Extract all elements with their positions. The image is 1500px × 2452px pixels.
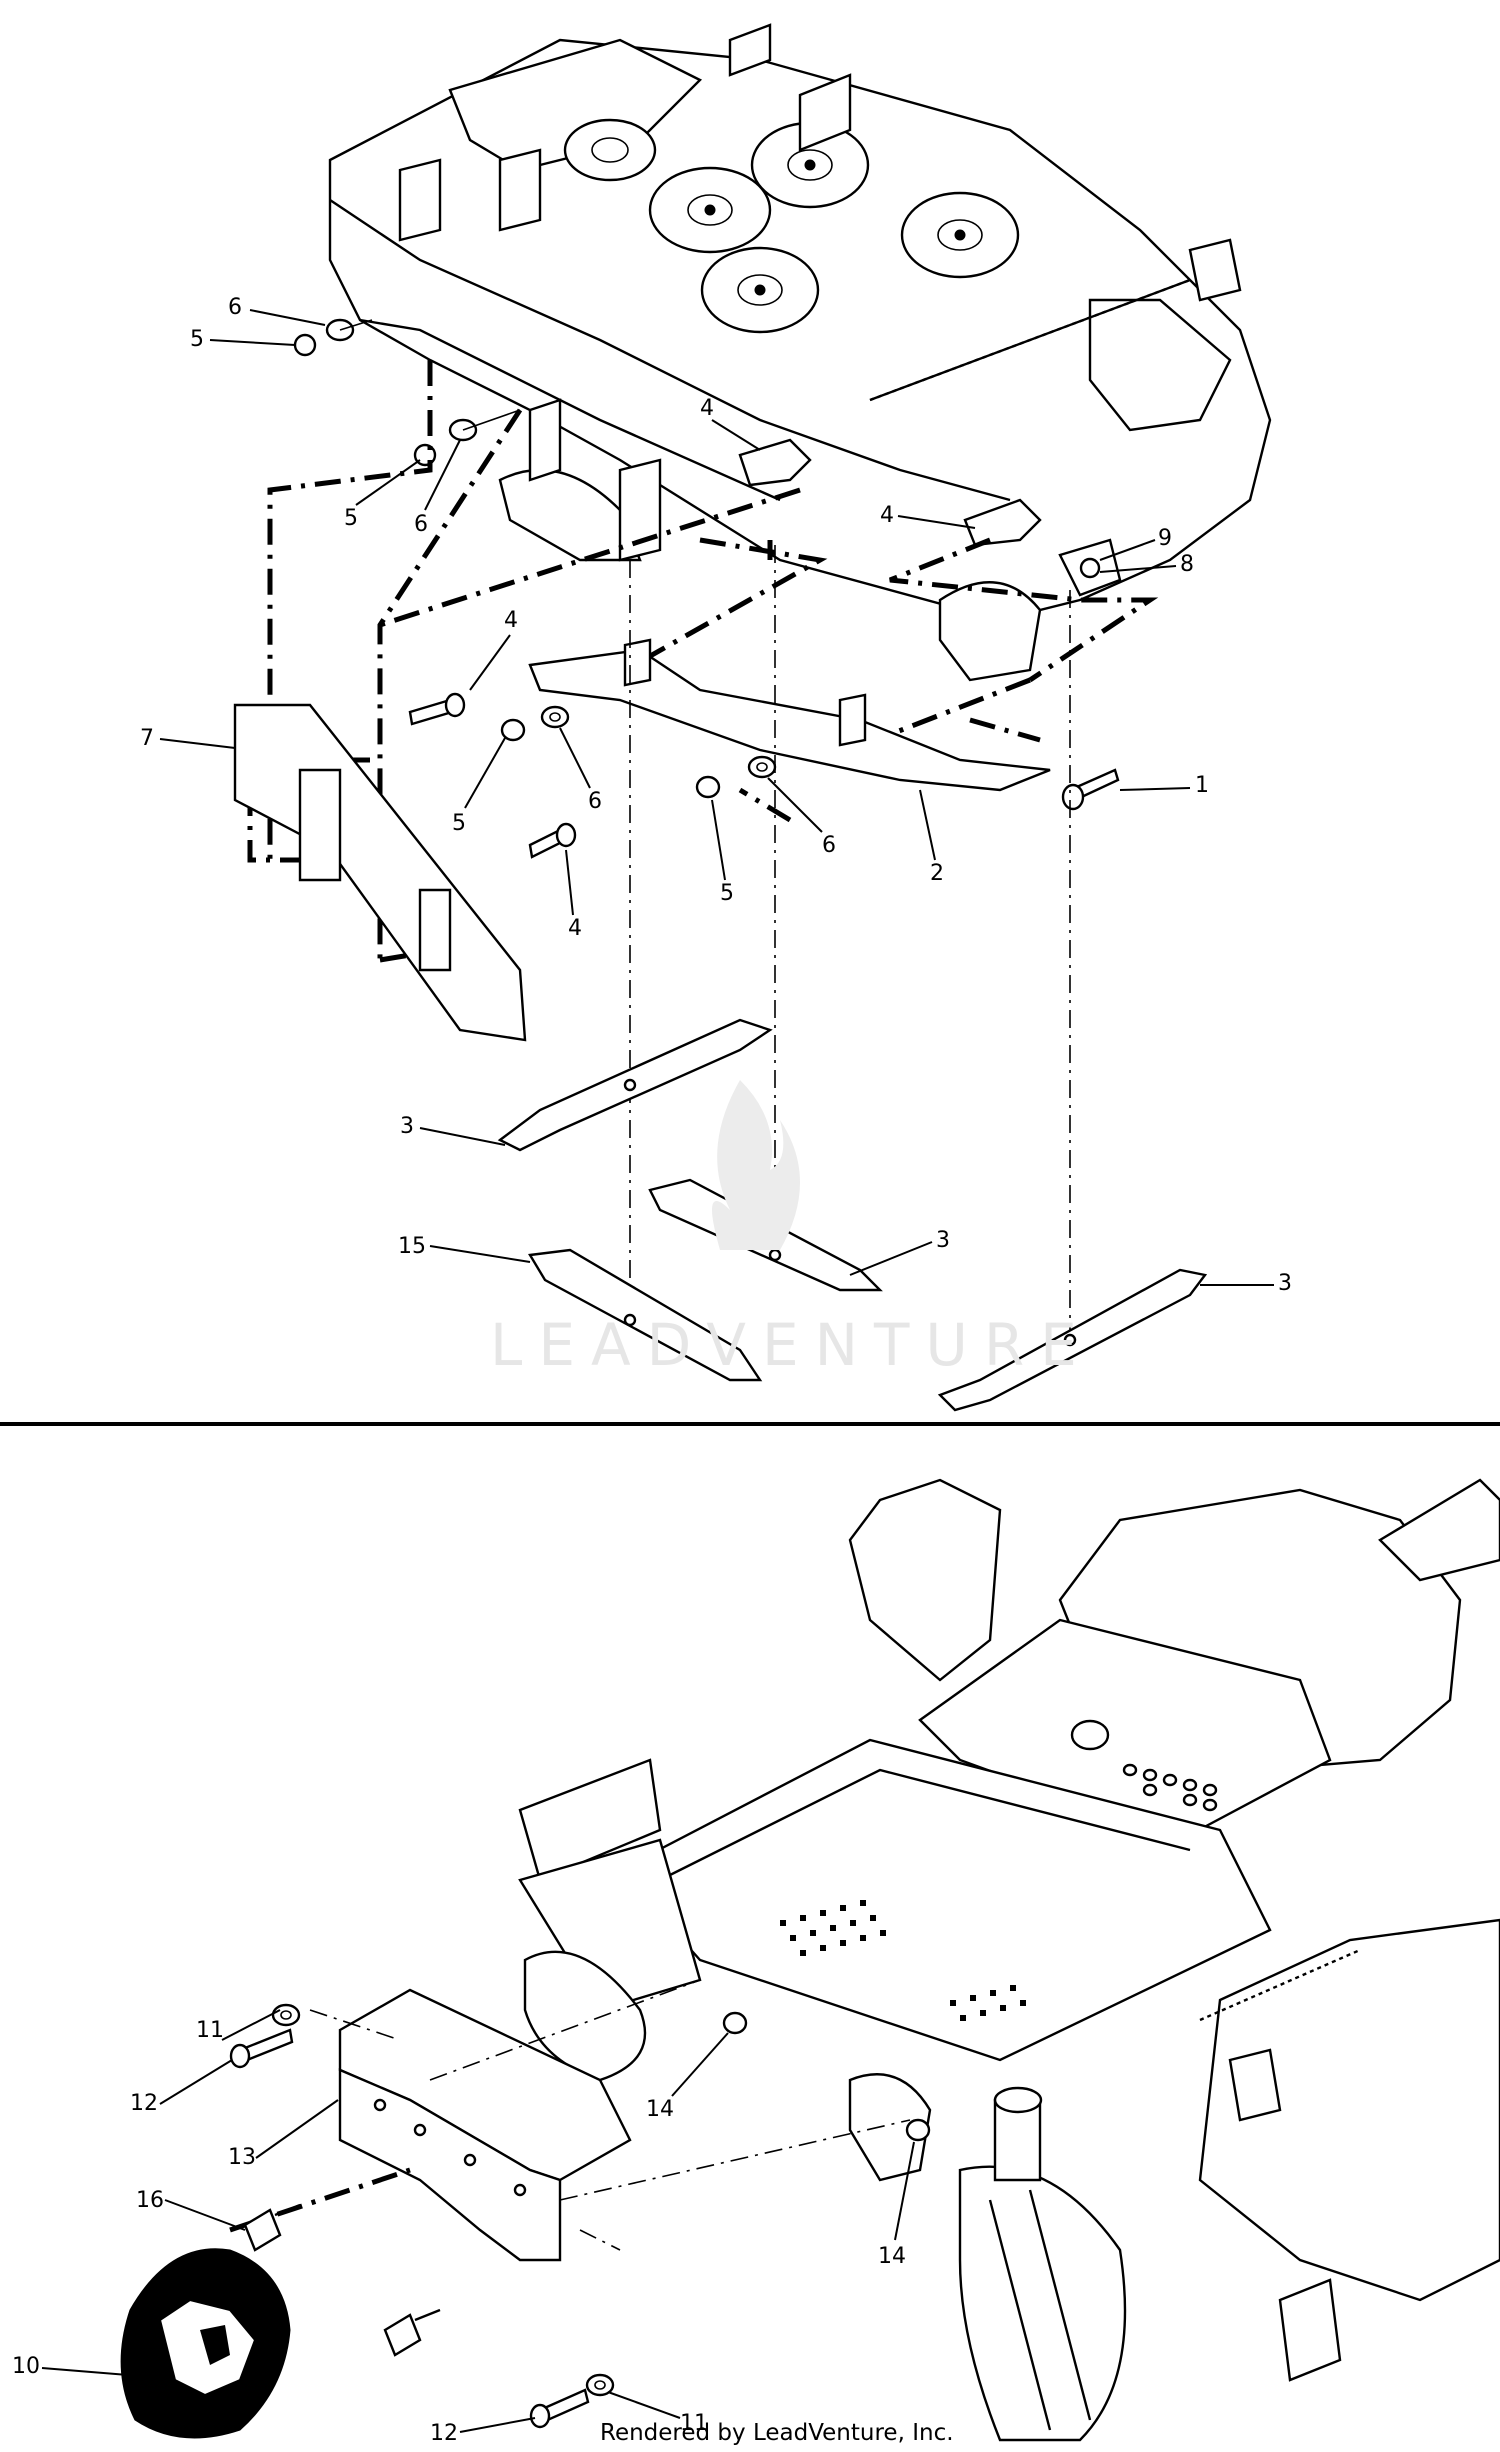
callout-15: 15 [398,1234,426,1259]
callout-5c: 5 [452,811,466,836]
hardware-top [408,692,1120,859]
assembly-lines-top [247,360,1159,963]
callout-6b: 6 [414,512,428,537]
callout-3a: 3 [400,1114,414,1139]
callout-7: 7 [140,726,154,751]
callouts-bottom: 11 12 13 14 16 14 10 12 11 [12,2009,915,2446]
callout-1: 1 [1195,773,1209,798]
baffle-bar-part-2 [528,648,1051,792]
spindle-lines [629,545,1071,1340]
callout-2: 2 [930,861,944,886]
callout-16: 16 [136,2188,164,2213]
tension-spring [869,278,1191,402]
wheel-weight-part-10 [120,2248,291,2439]
callout-4c: 4 [504,608,518,633]
callout-3c: 3 [1278,1271,1292,1296]
callout-11a: 11 [196,2018,224,2043]
weight-bracket-part-13 [338,1988,632,2262]
watermark: LEADVENTURE [490,1080,1093,1379]
callout-14b: 14 [878,2244,906,2269]
callout-4d: 4 [568,916,582,941]
assembly-lines-bottom [229,1979,911,2251]
callout-4b: 4 [880,503,894,528]
nut-part-14-upper [722,2011,748,2035]
callout-11b: 11 [680,2411,708,2436]
blade-part-15 [528,1248,763,1382]
callout-12b: 12 [430,2421,458,2446]
callout-9: 9 [1158,526,1172,551]
callout-14a: 14 [646,2097,674,2122]
callout-5d: 5 [720,881,734,906]
floor-grille [780,1900,1026,2021]
callout-6c: 6 [588,789,602,814]
callout-4a: 4 [700,396,714,421]
footer-credit: Rendered by LeadVenture, Inc. [600,2420,954,2446]
callout-12a: 12 [130,2091,158,2116]
pulley-set [563,118,1020,334]
callout-13: 13 [228,2145,256,2170]
callout-6a: 6 [228,295,242,320]
watermark-text: LEADVENTURE [490,1311,1093,1379]
callouts-top: 6 5 4 5 6 4 9 8 4 7 5 6 6 1 2 5 4 3 15 [140,295,1292,1296]
logo-flame-icon [712,1080,800,1250]
callout-5a: 5 [190,327,204,352]
mower-deck-assembly [293,23,1272,682]
callout-3b: 3 [936,1228,950,1253]
callout-10: 10 [12,2354,40,2379]
hardware-bottom [229,2003,615,2429]
callout-8: 8 [1180,552,1194,577]
callout-6d: 6 [822,833,836,858]
callout-5b: 5 [344,506,358,531]
nut-part-14-lower [905,2118,931,2142]
mower-frame-assembly [518,1478,1500,2442]
control-buttons [1122,1763,1218,1812]
